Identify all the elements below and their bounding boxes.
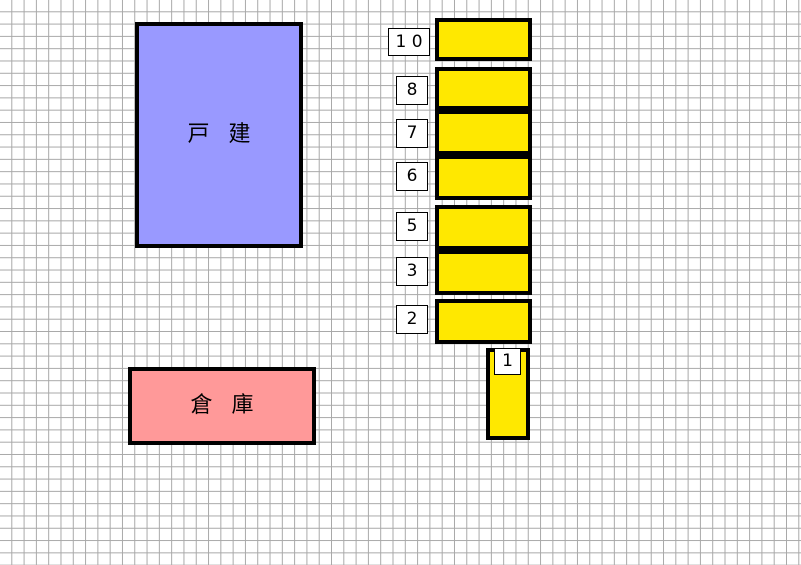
lot-number-tag-2[interactable]: 2 [396, 305, 428, 334]
lot-number-tag-3[interactable]: 3 [396, 257, 428, 286]
lot-rect-7[interactable] [435, 110, 532, 155]
lot-rect-3[interactable] [435, 250, 532, 295]
plot-house[interactable]: 戸 建 [135, 22, 303, 248]
lot-number-tag-8[interactable]: 8 [396, 76, 428, 105]
lot-number-tag-10[interactable]: 1 0 [388, 28, 430, 56]
lot-rect-8[interactable] [435, 67, 532, 110]
plot-house-label: 戸 建 [187, 122, 257, 147]
lot-rect-5[interactable] [435, 205, 532, 250]
lot-rect-10[interactable] [435, 18, 532, 61]
lot-rect-6[interactable] [435, 155, 532, 200]
plot-warehouse[interactable]: 倉 庫 [128, 367, 316, 445]
plot-warehouse-label: 倉 庫 [190, 393, 260, 418]
lot-rect-2[interactable] [435, 299, 532, 344]
lot-number-tag-7[interactable]: 7 [396, 119, 428, 148]
lot-number-tag-6[interactable]: 6 [396, 162, 428, 191]
lot-number-tag-1[interactable]: 1 [494, 348, 521, 375]
lot-number-tag-5[interactable]: 5 [396, 212, 428, 241]
